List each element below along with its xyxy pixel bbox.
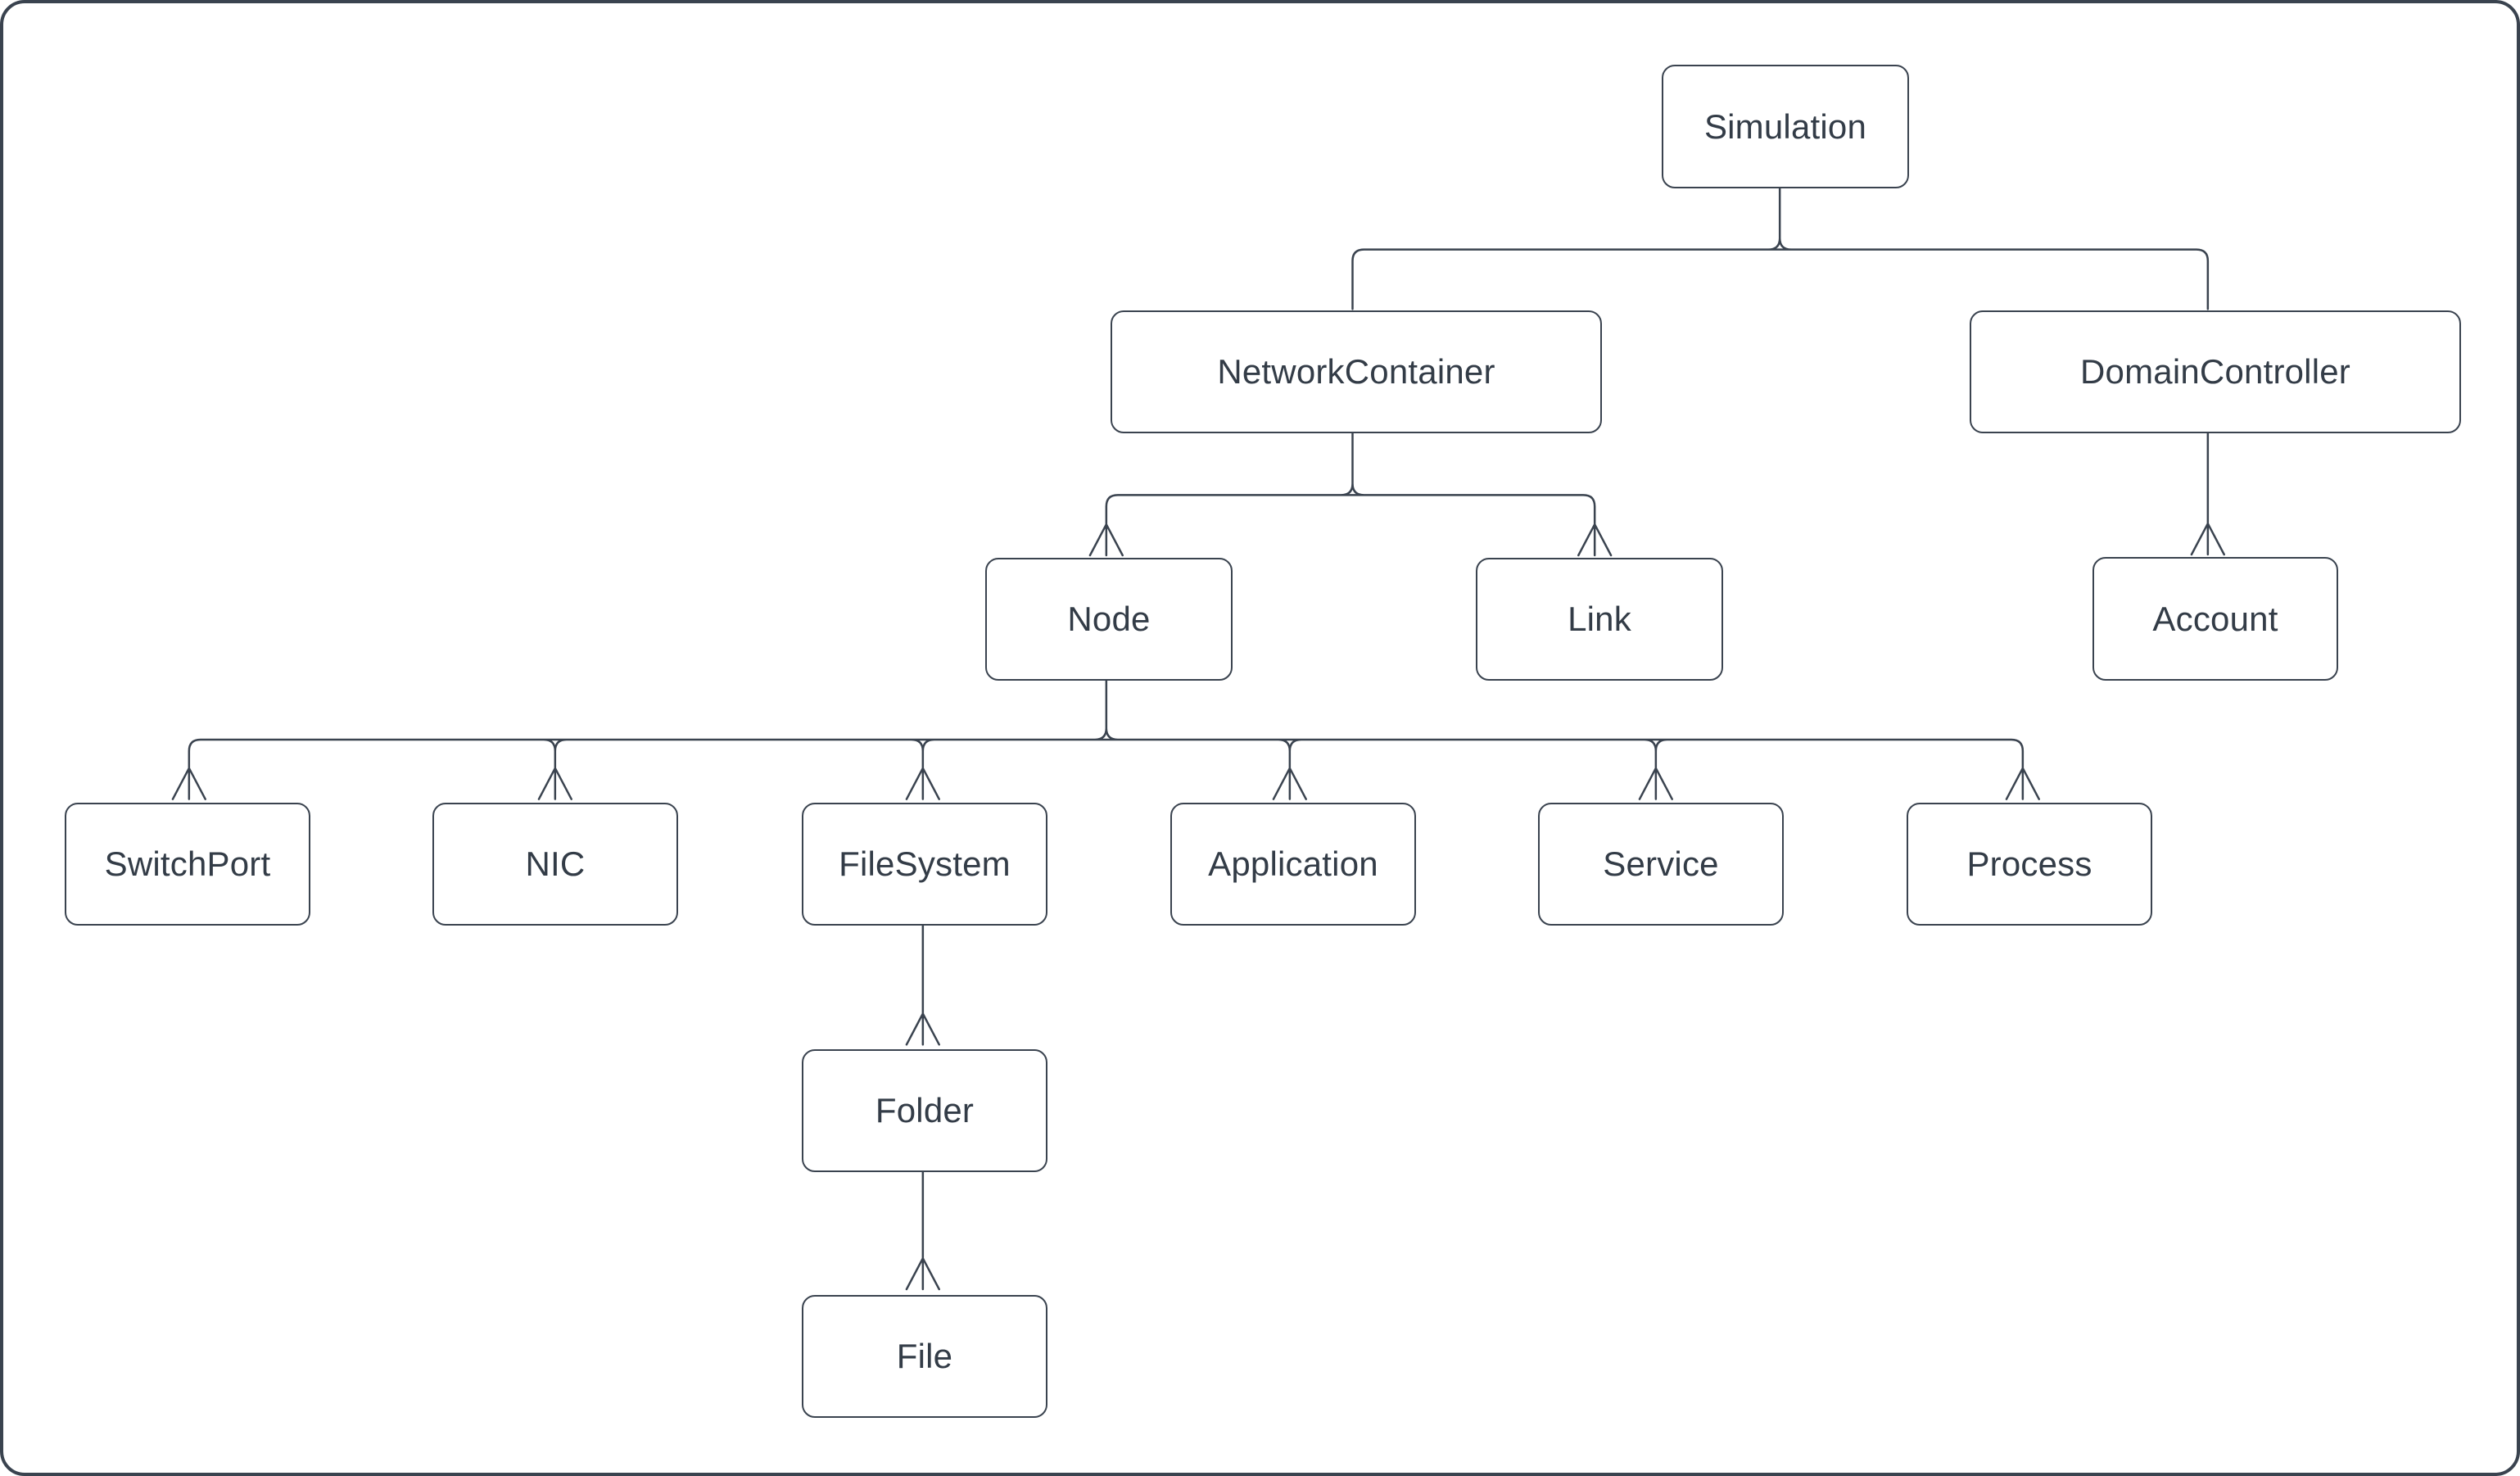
node-file-system-label: FileSystem	[839, 844, 1011, 883]
node-folder-label: Folder	[875, 1091, 975, 1130]
node-link-label: Link	[1568, 600, 1631, 638]
node-domain-controller[interactable]: DomainController	[1970, 310, 2461, 433]
node-network-container[interactable]: NetworkContainer	[1111, 310, 1602, 433]
node-switch-port[interactable]: SwitchPort	[65, 803, 310, 926]
node-file-system[interactable]: FileSystem	[802, 803, 1047, 926]
node-application-label: Application	[1208, 844, 1378, 883]
node-nic[interactable]: NIC	[432, 803, 678, 926]
node-switch-port-label: SwitchPort	[104, 844, 271, 883]
node-node[interactable]: Node	[985, 558, 1233, 681]
node-service-label: Service	[1603, 844, 1719, 883]
node-service[interactable]: Service	[1538, 803, 1784, 926]
node-link[interactable]: Link	[1476, 558, 1723, 681]
node-domain-controller-label: DomainController	[2080, 352, 2350, 391]
node-file[interactable]: File	[802, 1295, 1047, 1418]
node-account-label: Account	[2152, 599, 2278, 638]
node-file-label: File	[896, 1337, 953, 1375]
node-network-container-label: NetworkContainer	[1217, 352, 1495, 391]
node-folder[interactable]: Folder	[802, 1049, 1047, 1172]
connector-layer	[171, 186, 2225, 1291]
node-process-label: Process	[1966, 844, 2092, 883]
node-node-label: Node	[1067, 600, 1151, 638]
node-nic-label: NIC	[525, 844, 586, 883]
node-simulation[interactable]: Simulation	[1662, 65, 1909, 188]
node-process[interactable]: Process	[1907, 803, 2152, 926]
node-simulation-label: Simulation	[1703, 106, 1867, 146]
node-application[interactable]: Application	[1170, 803, 1416, 926]
node-account[interactable]: Account	[2092, 557, 2338, 681]
